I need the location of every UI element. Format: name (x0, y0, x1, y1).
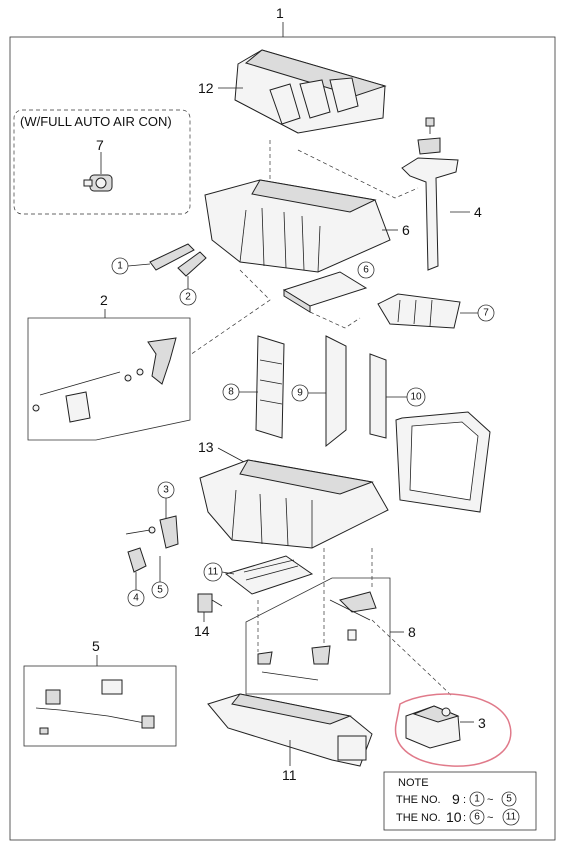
callout-mode-kit: 8 (408, 624, 416, 640)
callout-filter-11: 11 (208, 567, 219, 578)
link-kit-box (27, 317, 191, 441)
note-line2-to-circle (502, 808, 520, 826)
filter-11-part (224, 555, 314, 595)
callout-lever-5: 5 (157, 585, 163, 596)
callout-circle-small-filter (357, 261, 375, 279)
callout-lever-1: 1 (117, 261, 123, 272)
note-line1-prefix: THE NO. (396, 794, 441, 806)
lever-3-part (125, 515, 179, 549)
callout-link-kit: 2 (100, 292, 108, 308)
lower-case-part (199, 459, 389, 549)
note-title: NOTE (398, 777, 429, 789)
small-filter-part (282, 271, 368, 313)
note-line2-from: 6 (474, 812, 480, 823)
link-kit-parts (32, 337, 177, 423)
guide-line-d (309, 311, 361, 329)
note-line1-colon: : (463, 794, 466, 806)
note-line-2: THE NO. 10 : 6 ~ 11 (396, 808, 520, 826)
mode-kit-box (245, 577, 391, 695)
callout-rod-kit: 5 (92, 638, 100, 654)
callout-top-cover: 12 (198, 80, 214, 96)
note-line1-num: 9 (452, 791, 460, 807)
note-line2-to: 11 (506, 812, 517, 823)
callout-door-8: 8 (228, 387, 234, 398)
note-box (383, 771, 537, 831)
note-line2-colon: : (463, 812, 466, 824)
callout-lower-case: 13 (198, 439, 214, 455)
clip-part (425, 117, 435, 134)
guide-line-h (371, 619, 453, 697)
callout-door-10: 10 (410, 392, 422, 403)
callout-door-9: 9 (297, 388, 303, 399)
right-duct-part (401, 137, 459, 271)
auto-air-con-label: (W/FULL AUTO AIR CON) (20, 114, 172, 129)
note-line2-tilde: ~ (487, 812, 493, 824)
callout-auto-sensor: 7 (96, 137, 104, 153)
note-line1-tilde: ~ (487, 794, 493, 806)
lever-2-part (177, 251, 207, 277)
callout-door-7: 7 (483, 308, 489, 319)
rod-kit-box (23, 665, 177, 747)
guide-line-a (297, 149, 419, 199)
note-line1-from: 1 (474, 794, 480, 805)
mode-kit-parts (257, 591, 377, 681)
callout-lever-2: 2 (185, 292, 191, 303)
door-9-part (325, 335, 347, 448)
note-line1-from-circle (469, 791, 485, 807)
callout-right-duct: 4 (474, 204, 482, 220)
callout-actuator-3: 3 (478, 715, 486, 731)
note-line1-to: 5 (506, 794, 512, 805)
lower-case-leader (217, 447, 245, 463)
callout-lever-4: 4 (133, 593, 139, 604)
filter-frame-part (395, 411, 491, 513)
blower-duct-part (207, 693, 373, 767)
lever-4-part (127, 547, 147, 573)
callout-lever-3: 3 (163, 485, 169, 496)
lever-1-leader (127, 263, 151, 267)
actuator-3-part (405, 705, 461, 749)
door-7-part (377, 293, 461, 329)
callout-actuator-14: 14 (194, 623, 210, 639)
filter-11-leader (221, 571, 235, 575)
top-cover-part (234, 49, 387, 134)
actuator-14-part (197, 593, 223, 613)
callout-small-filter: 6 (363, 265, 369, 276)
rod-kit-parts (35, 679, 155, 735)
door-8-part (255, 335, 285, 439)
note-line2-from-circle (469, 809, 485, 825)
highlight-circle (394, 693, 512, 767)
note-line2-num: 10 (446, 809, 462, 825)
auto-sensor-part (83, 174, 113, 192)
upper-case-part (204, 179, 391, 273)
callout-main: 1 (276, 5, 284, 21)
note-line1-to-circle (501, 791, 517, 807)
note-line-1: THE NO. 9 : 1 ~ 5 (396, 791, 517, 807)
assembly-frame (9, 36, 556, 841)
lever-1-part (149, 243, 195, 271)
door-10-part (369, 353, 387, 439)
note-line2-prefix: THE NO. (396, 812, 441, 824)
callout-upper-case: 6 (402, 222, 410, 238)
callout-blower-duct: 11 (282, 767, 297, 783)
auto-air-con-box (13, 109, 191, 215)
guide-line-c (189, 269, 271, 356)
